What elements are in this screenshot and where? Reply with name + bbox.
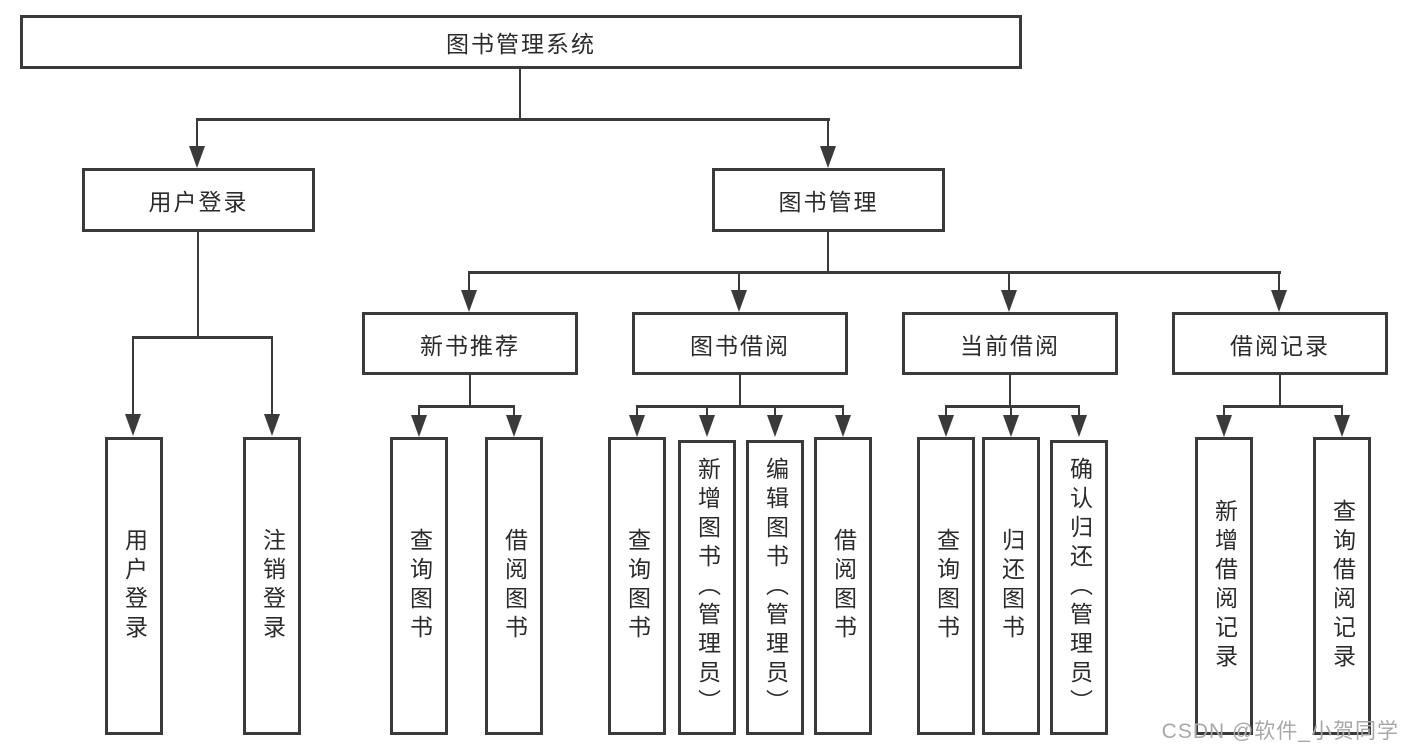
connector-drop-leaf-user-login [132,336,134,416]
node-new-book-recommend: 新书推荐 [362,312,578,375]
connector-user-login-bar [132,336,273,339]
arrowhead-user-login [189,146,205,168]
connector-root-bar [197,118,830,121]
arrowhead-borrow-books-borrow [835,415,851,437]
arrowhead-confirm-return-admin [1071,415,1087,437]
connector-drop-add-borrow-record [1223,405,1225,416]
arrowhead-add-borrow-record [1216,415,1232,437]
leaf-add-borrow-record-label: 新增借阅记录 [1211,499,1238,673]
connector-root-stem [519,68,521,120]
connector-drop-return-book [1010,405,1012,416]
arrowhead-leaf-user-login [125,414,141,436]
connector-book-management-stem [827,232,829,273]
leaf-query-books-current: 查询图书 [917,437,975,735]
arrowhead-query-books-recommend [411,415,427,437]
connector-drop-new-book-recommend [468,271,470,292]
arrowhead-borrow-records [1271,290,1287,312]
connector-drop-current-borrow [1008,271,1010,292]
connector-borrow-records-bar [1223,405,1343,408]
leaf-query-books-recommend: 查询图书 [390,437,448,735]
leaf-confirm-return-admin: 确认归还（管理员） [1050,440,1108,735]
connector-new-book-recommend-bar [418,405,515,408]
connector-drop-edit-book-admin [774,405,776,416]
arrowhead-borrow-books-recommend [506,415,522,437]
connector-book-borrow-stem [739,375,741,406]
connector-current-borrow-bar [945,405,1080,408]
leaf-add-book-admin-label: 新增图书（管理员） [694,457,721,718]
arrowhead-edit-book-admin [767,415,783,437]
arrowhead-query-books-current [938,415,954,437]
leaf-add-borrow-record: 新增借阅记录 [1195,437,1253,735]
connector-drop-confirm-return-admin [1078,405,1080,416]
arrowhead-add-book-admin [699,415,715,437]
node-book-borrow-label: 图书借阅 [690,332,790,359]
leaf-logout-label: 注销登录 [259,528,286,644]
connector-drop-query-books-current [945,405,947,416]
node-book-management-label: 图书管理 [778,189,879,215]
connector-drop-borrow-books-borrow [842,405,844,416]
node-borrow-records-label: 借阅记录 [1230,332,1330,359]
node-current-borrow-label: 当前借阅 [960,332,1060,359]
leaf-user-login: 用户登录 [105,437,163,735]
leaf-logout: 注销登录 [243,437,301,735]
connector-drop-leaf-logout [271,336,273,416]
node-book-borrow: 图书借阅 [632,312,848,375]
node-borrow-records: 借阅记录 [1172,312,1388,375]
leaf-borrow-books-recommend: 借阅图书 [485,437,543,735]
connector-drop-query-books-borrow [636,405,638,416]
node-user-login-label: 用户登录 [148,189,249,215]
leaf-confirm-return-admin-label: 确认归还（管理员） [1066,457,1093,718]
leaf-return-book: 归还图书 [982,437,1040,735]
arrowhead-current-borrow [1001,290,1017,312]
connector-book-management-bar [468,271,1281,274]
watermark: CSDN @软件_小贺同学 [1161,720,1399,743]
leaf-edit-book-admin: 编辑图书（管理员） [746,440,804,735]
leaf-return-book-label: 归还图书 [998,528,1025,644]
connector-drop-query-books-recommend [418,405,420,416]
arrowhead-return-book [1003,415,1019,437]
connector-drop-user-login [196,118,198,148]
connector-new-book-recommend-stem [469,375,471,406]
connector-drop-book-management [827,118,829,148]
arrowhead-book-borrow [731,290,747,312]
arrowhead-leaf-logout [264,414,280,436]
connector-book-borrow-bar [636,405,844,408]
leaf-add-book-admin: 新增图书（管理员） [678,440,736,735]
connector-drop-add-book-admin [706,405,708,416]
node-library-system: 图书管理系统 [20,15,1022,69]
connector-borrow-records-stem [1279,375,1281,406]
leaf-borrow-books-recommend-label: 借阅图书 [501,528,528,644]
leaf-query-books-recommend-label: 查询图书 [406,528,433,644]
node-new-book-recommend-label: 新书推荐 [420,332,520,359]
connector-user-login-stem [197,232,199,338]
leaf-query-books-borrow: 查询图书 [608,437,666,735]
leaf-borrow-books-borrow: 借阅图书 [814,437,872,735]
arrowhead-book-management [820,146,836,168]
connector-drop-borrow-records [1278,271,1280,292]
arrowhead-query-borrow-record [1334,415,1350,437]
arrowhead-new-book-recommend [461,290,477,312]
leaf-query-books-borrow-label: 查询图书 [624,528,651,644]
arrowhead-query-books-borrow [629,415,645,437]
leaf-query-borrow-record: 查询借阅记录 [1313,437,1371,735]
leaf-query-borrow-record-label: 查询借阅记录 [1329,499,1356,673]
node-book-management: 图书管理 [712,168,945,232]
leaf-borrow-books-borrow-label: 借阅图书 [830,528,857,644]
leaf-user-login-label: 用户登录 [121,528,148,644]
node-user-login: 用户登录 [82,168,315,232]
leaf-edit-book-admin-label: 编辑图书（管理员） [762,457,789,718]
node-library-system-label: 图书管理系统 [446,31,596,57]
leaf-query-books-current-label: 查询图书 [933,528,960,644]
connector-drop-borrow-books-recommend [513,405,515,416]
node-current-borrow: 当前借阅 [902,312,1118,375]
connector-drop-query-borrow-record [1341,405,1343,416]
connector-current-borrow-stem [1009,375,1011,406]
connector-drop-book-borrow [738,271,740,292]
